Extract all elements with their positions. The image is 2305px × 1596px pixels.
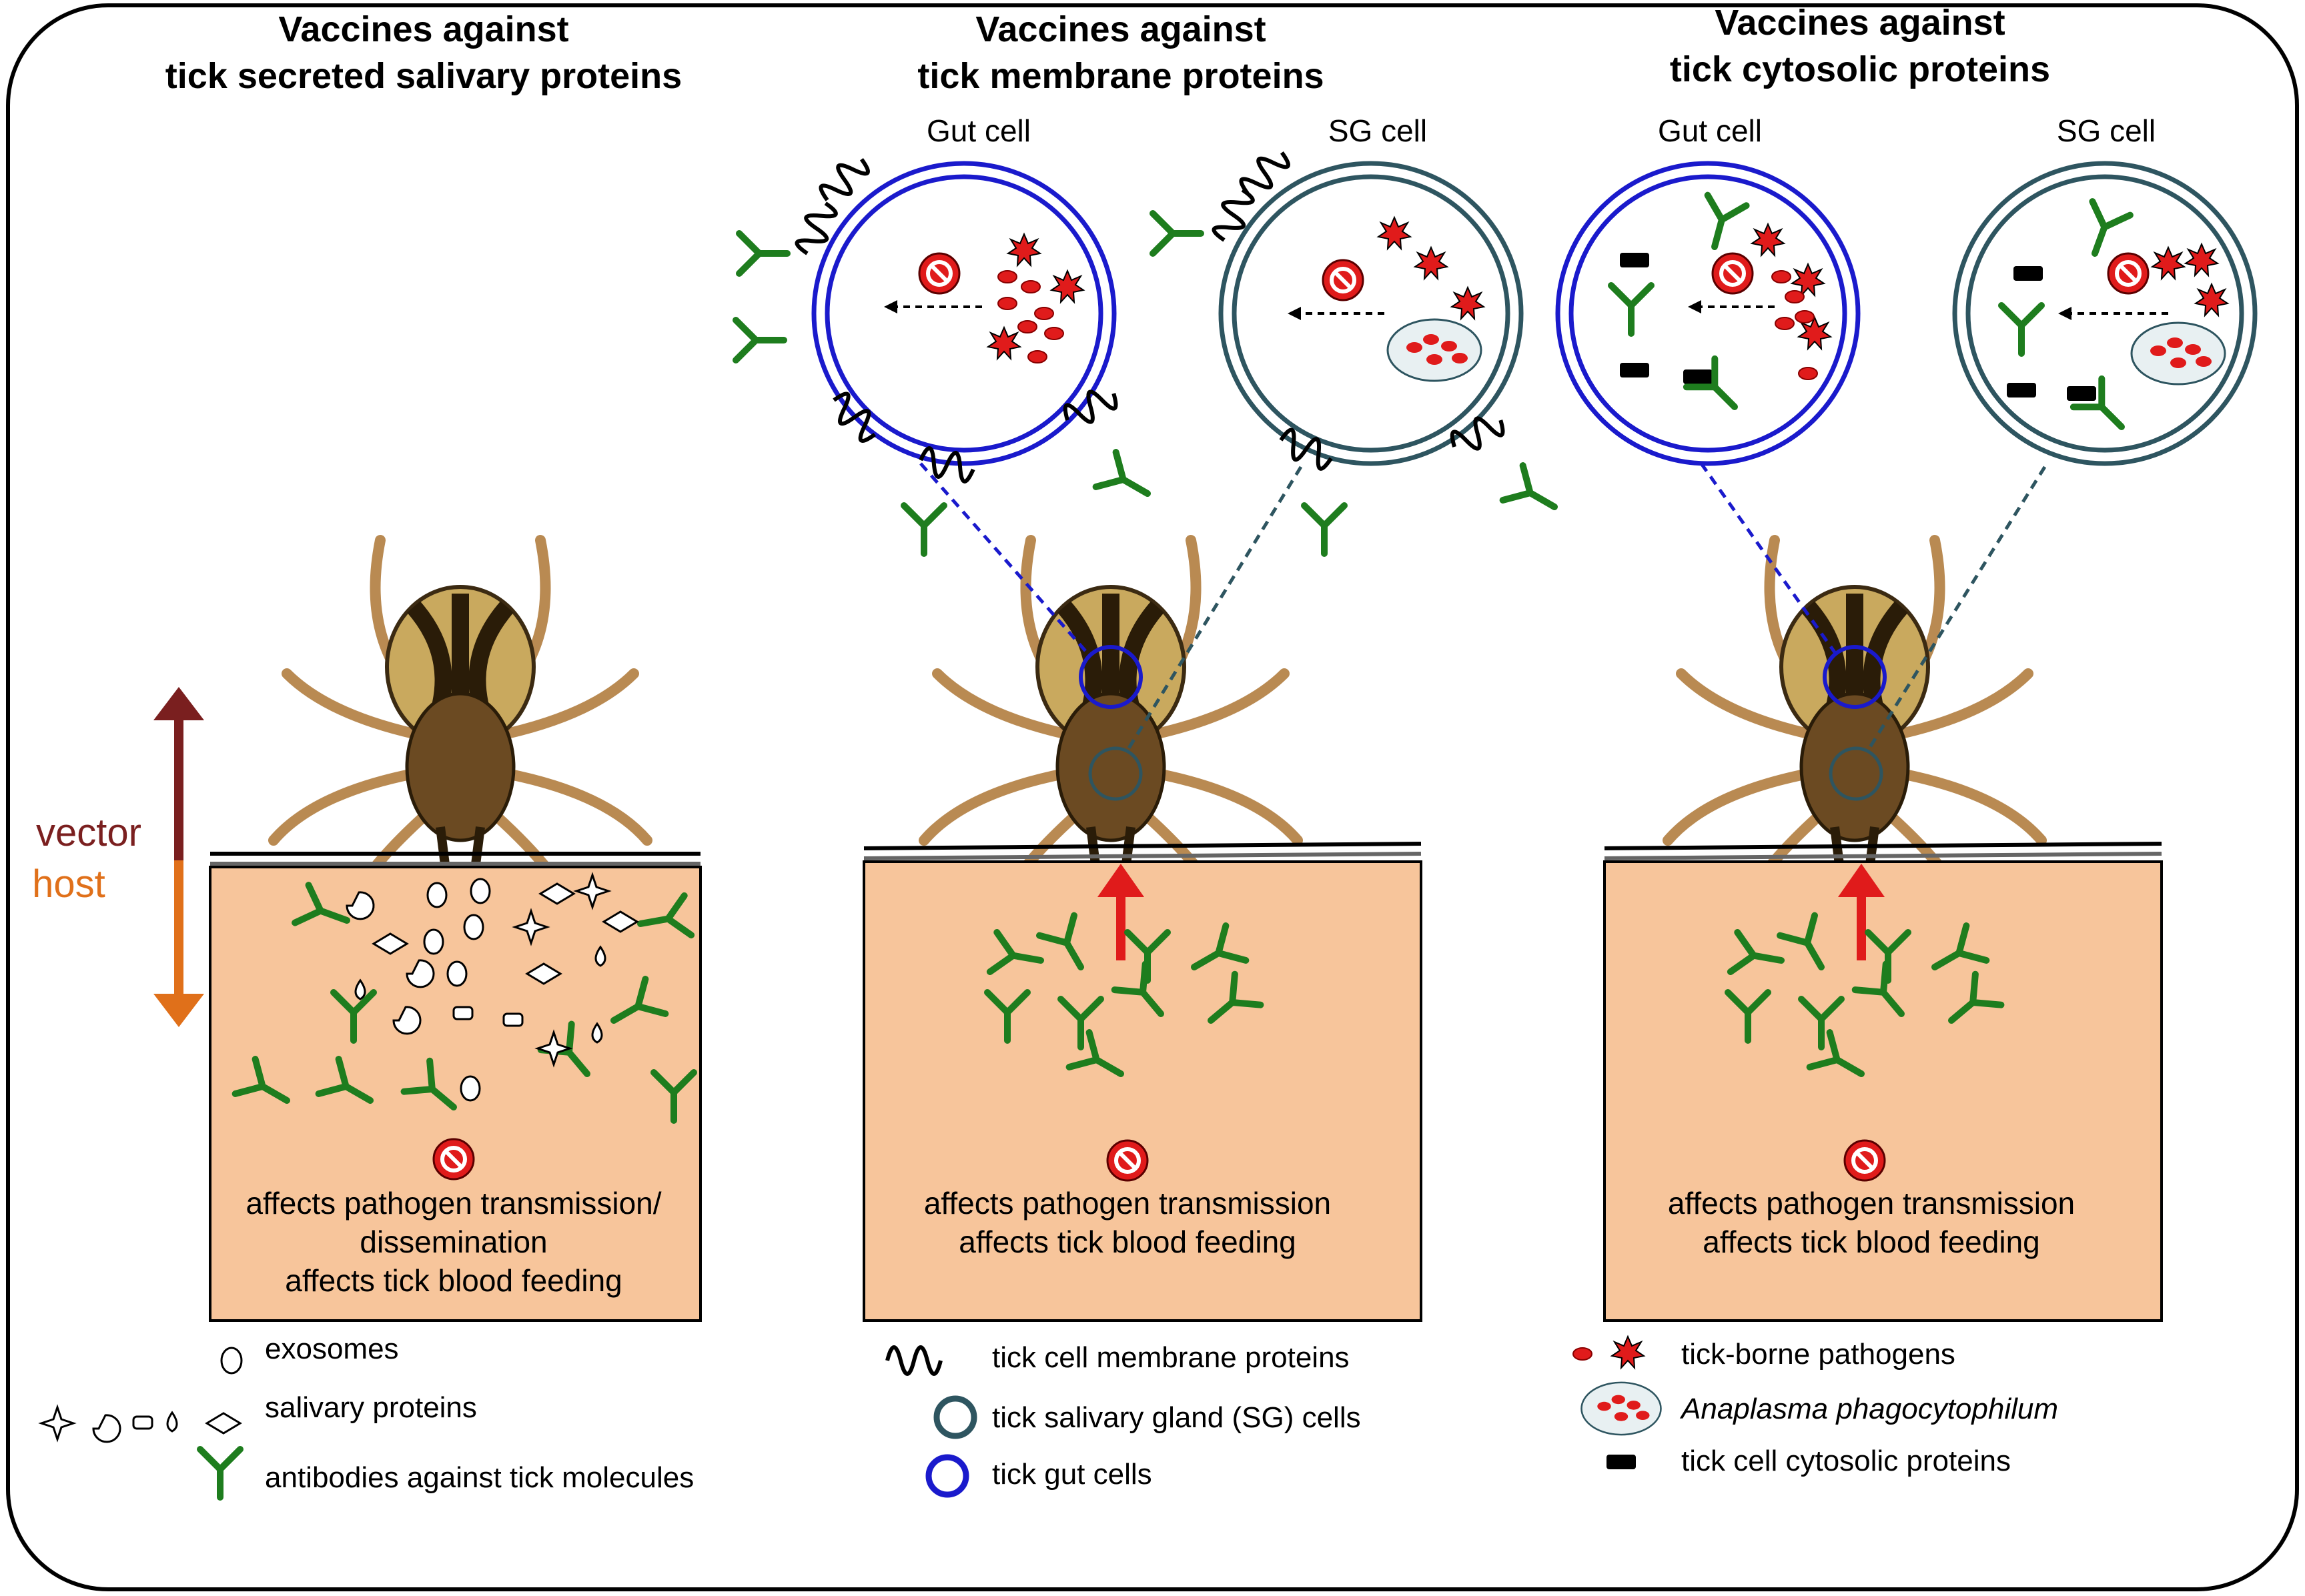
legend-sg-cell-icon xyxy=(933,1395,977,1439)
salivary-box-molecules xyxy=(236,872,694,1122)
legend-anaplasma-icon xyxy=(1580,1381,1662,1436)
axis-label-vector: vector xyxy=(36,811,141,854)
label-cytosolic-gut-cell: Gut cell xyxy=(1658,113,1762,148)
membrane-box-antibodies xyxy=(987,864,1260,1091)
legend-anaplasma: Anaplasma phagocytophilum xyxy=(1679,1393,2058,1425)
salivary-inhibit-icon xyxy=(434,1139,474,1179)
legend-cytosolic-proteins: tick cell cytosolic proteins xyxy=(1681,1445,2011,1477)
title-salivary-line1: Vaccines against xyxy=(278,9,568,49)
membrane-box-line2: affects tick blood feeding xyxy=(959,1225,1296,1259)
zoom-membrane xyxy=(919,462,1303,801)
salivary-box-line1: affects pathogen transmission/ xyxy=(246,1186,661,1221)
membrane-inhibit-icon xyxy=(1107,1140,1147,1180)
legend-salivary-proteins: salivary proteins xyxy=(265,1391,477,1424)
legend-pathogens: tick-borne pathogens xyxy=(1681,1338,1955,1371)
legend-salivary-proteins-icon xyxy=(38,1404,242,1443)
label-cytosolic-sg-cell: SG cell xyxy=(2057,113,2156,148)
cytosolic-box-line1: affects pathogen transmission xyxy=(1668,1186,2075,1221)
title-cytosolic-line2: tick cytosolic proteins xyxy=(1670,49,2050,89)
legend-exosomes-icon xyxy=(220,1347,243,1375)
title-membrane-line1: Vaccines against xyxy=(975,9,1266,49)
cytosolic-sg-cell xyxy=(1952,161,2258,466)
salivary-box-line3: affects tick blood feeding xyxy=(285,1263,622,1298)
legend-gut-cells: tick gut cells xyxy=(992,1458,1152,1491)
skin-surface-lines xyxy=(210,842,2162,866)
label-membrane-sg-cell: SG cell xyxy=(1328,113,1427,148)
cytosolic-box-antibodies xyxy=(1728,864,2001,1091)
legend-gut-cell-icon xyxy=(925,1454,969,1498)
legend-antibodies: antibodies against tick molecules xyxy=(265,1461,694,1494)
cytosolic-gut-cell xyxy=(1555,161,1861,466)
legend-exosomes: exosomes xyxy=(265,1333,399,1365)
host-box-salivary xyxy=(209,866,702,1322)
membrane-box-line1: affects pathogen transmission xyxy=(924,1186,1331,1221)
salivary-box-line2: dissemination xyxy=(360,1225,547,1259)
membrane-gut-cell xyxy=(736,151,1158,554)
cytosolic-inhibit-icon xyxy=(1845,1140,1885,1180)
title-cytosolic-line1: Vaccines against xyxy=(1715,3,2005,43)
host-box-cytosolic xyxy=(1603,860,2163,1322)
label-membrane-gut-cell: Gut cell xyxy=(927,113,1031,148)
cytosolic-box-line2: affects tick blood feeding xyxy=(1703,1225,2039,1259)
vector-host-arrow xyxy=(153,687,204,1027)
zoom-cytosolic xyxy=(1699,462,2047,801)
legend-pathogen-oval-icon xyxy=(1572,1347,1592,1361)
title-membrane-line2: tick membrane proteins xyxy=(917,56,1324,96)
legend-sg-cells: tick salivary gland (SG) cells xyxy=(992,1401,1361,1434)
legend-cytosolic-protein-icon xyxy=(1606,1455,1636,1469)
title-salivary-line2: tick secreted salivary proteins xyxy=(165,56,682,96)
legend-membrane-proteins: tick cell membrane proteins xyxy=(992,1341,1350,1374)
axis-label-host: host xyxy=(32,862,105,906)
host-box-membrane xyxy=(863,860,1422,1322)
membrane-sg-cell xyxy=(1153,144,1564,554)
